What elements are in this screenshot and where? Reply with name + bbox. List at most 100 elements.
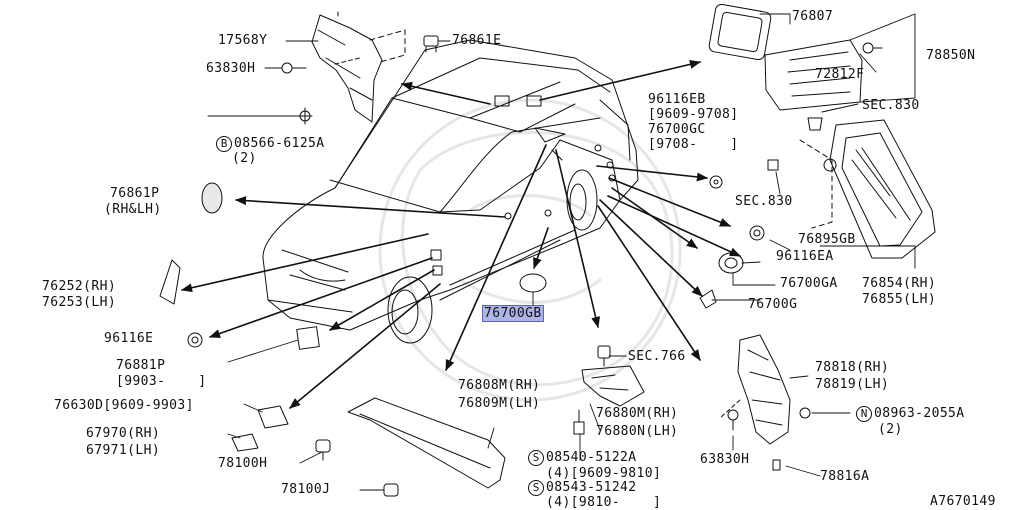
diagram-reference-code: A7670149 bbox=[930, 494, 996, 509]
callout-96116eb: 96116EB bbox=[648, 92, 706, 107]
callout-76895gb: 76895GB bbox=[798, 232, 856, 247]
callout-76854: 76854(RH) bbox=[862, 276, 936, 291]
callout-08963_q: (2) bbox=[878, 422, 903, 437]
callout-08566_q: (2) bbox=[232, 151, 257, 166]
callout-text: (4)[9609-9810] bbox=[546, 466, 662, 481]
callout-symbol-badge: S bbox=[528, 480, 544, 496]
callout-78818: 78818(RH) bbox=[815, 360, 889, 375]
callout-76855: 76855(LH) bbox=[862, 292, 936, 307]
callout-text: (2) bbox=[232, 151, 257, 166]
callout-text: 78100J bbox=[281, 482, 331, 497]
callout-text: 78100H bbox=[218, 456, 268, 471]
callout-08540_q: (4)[9609-9810] bbox=[546, 466, 661, 481]
callout-text: [9708- ] bbox=[648, 137, 739, 152]
vehicle-body bbox=[262, 39, 639, 344]
callout-text: (2) bbox=[878, 422, 903, 437]
callout-text: 76880M(RH) bbox=[596, 406, 679, 421]
callout-67971: 67971(LH) bbox=[86, 443, 160, 458]
callout-78819: 78819(LH) bbox=[815, 377, 889, 392]
callout-text: 76630D[9609-9903] bbox=[54, 398, 194, 413]
callout-text: 96116E bbox=[104, 331, 154, 346]
callout-76700gc: 76700GC bbox=[648, 122, 706, 137]
callout-sec830a: SEC.830 bbox=[862, 98, 920, 113]
callout-76253: 76253(LH) bbox=[42, 295, 116, 310]
callout-text: 17568Y bbox=[218, 33, 268, 48]
callout-63830h_top: 63830H bbox=[206, 61, 255, 76]
callout-text: 67971(LH) bbox=[86, 443, 161, 458]
callout-text: (RH&LH) bbox=[104, 202, 162, 217]
callout-72812f: 72812F bbox=[815, 67, 864, 82]
callout-text: 96116EA bbox=[776, 249, 834, 264]
callout-text: 08566-6125A bbox=[234, 136, 325, 151]
callout-96116eb_d: [9609-9708] bbox=[648, 107, 739, 122]
callout-text: 76808M(RH) bbox=[458, 378, 541, 393]
callout-text: 67970(RH) bbox=[86, 426, 161, 441]
callout-78816a: 78816A bbox=[820, 469, 869, 484]
callout-sec766: SEC.766 bbox=[628, 349, 686, 364]
callout-text: 08963-2055A bbox=[874, 406, 965, 421]
callout-text: 76861E bbox=[452, 33, 502, 48]
callout-text: 08543-51242 bbox=[546, 480, 637, 495]
callout-text: 76807 bbox=[792, 9, 834, 24]
callout-text: 76854(RH) bbox=[862, 276, 937, 291]
callout-76700ga: 76700GA bbox=[780, 276, 838, 291]
callout-text: 76809M(LH) bbox=[458, 396, 541, 411]
callout-text: 78818(RH) bbox=[815, 360, 890, 375]
callout-text: 76881P bbox=[116, 358, 166, 373]
callout-symbol-badge: S bbox=[528, 450, 544, 466]
callout-76881p: 76881P bbox=[116, 358, 165, 373]
callout-76700gb: 76700GB bbox=[482, 305, 544, 322]
callout-symbol-badge: N bbox=[856, 406, 872, 422]
callout-76809m: 76809M(LH) bbox=[458, 396, 540, 411]
callout-76861e: 76861E bbox=[452, 33, 501, 48]
callout-text: 76700GB bbox=[484, 306, 542, 321]
callout-text: [9903- ] bbox=[116, 374, 207, 389]
callout-67970: 67970(RH) bbox=[86, 426, 160, 441]
callout-text: SEC.766 bbox=[628, 349, 686, 364]
callout-text: 76700GA bbox=[780, 276, 838, 291]
callout-text: 76855(LH) bbox=[862, 292, 937, 307]
callout-76880m: 76880M(RH) bbox=[596, 406, 678, 421]
callout-text: 76253(LH) bbox=[42, 295, 117, 310]
callout-text: 08540-5122A bbox=[546, 450, 637, 465]
callout-text: 63830H bbox=[206, 61, 256, 76]
callout-text: 96116EB bbox=[648, 92, 706, 107]
callout-text: 76700GC bbox=[648, 122, 706, 137]
callout-76630d: 76630D[9609-9903] bbox=[54, 398, 194, 413]
callout-text: 76880N(LH) bbox=[596, 424, 679, 439]
callout-text: (4)[9810- ] bbox=[546, 495, 662, 510]
callout-76252: 76252(RH) bbox=[42, 279, 116, 294]
callout-text: 78819(LH) bbox=[815, 377, 890, 392]
callout-text: 76861P bbox=[110, 186, 160, 201]
callout-text: 76700G bbox=[748, 297, 798, 312]
callout-text: 63830H bbox=[700, 452, 750, 467]
callout-text: SEC.830 bbox=[862, 98, 920, 113]
callout-17568y: 17568Y bbox=[218, 33, 267, 48]
leader-arrows bbox=[180, 59, 742, 409]
callout-76807: 76807 bbox=[792, 9, 833, 24]
callout-76861p_s: (RH&LH) bbox=[104, 202, 162, 217]
callout-96116e: 96116E bbox=[104, 331, 153, 346]
callout-78100h: 78100H bbox=[218, 456, 267, 471]
callout-78850n: 78850N bbox=[926, 48, 975, 63]
callout-63830h_bot: 63830H bbox=[700, 452, 749, 467]
callout-76880n: 76880N(LH) bbox=[596, 424, 678, 439]
callout-76881p_d: [9903- ] bbox=[116, 374, 207, 389]
callout-text: 78850N bbox=[926, 48, 976, 63]
callout-text: SEC.830 bbox=[735, 194, 793, 209]
callout-text: [9609-9708] bbox=[648, 107, 739, 122]
callout-78100j: 78100J bbox=[281, 482, 330, 497]
callout-text: 76895GB bbox=[798, 232, 856, 247]
callout-symbol-badge: B bbox=[216, 136, 232, 152]
callout-text: 78816A bbox=[820, 469, 870, 484]
callout-76808m: 76808M(RH) bbox=[458, 378, 540, 393]
leader-lines bbox=[207, 13, 916, 491]
parts bbox=[159, 3, 936, 497]
callout-08543_q: (4)[9810- ] bbox=[546, 495, 661, 510]
